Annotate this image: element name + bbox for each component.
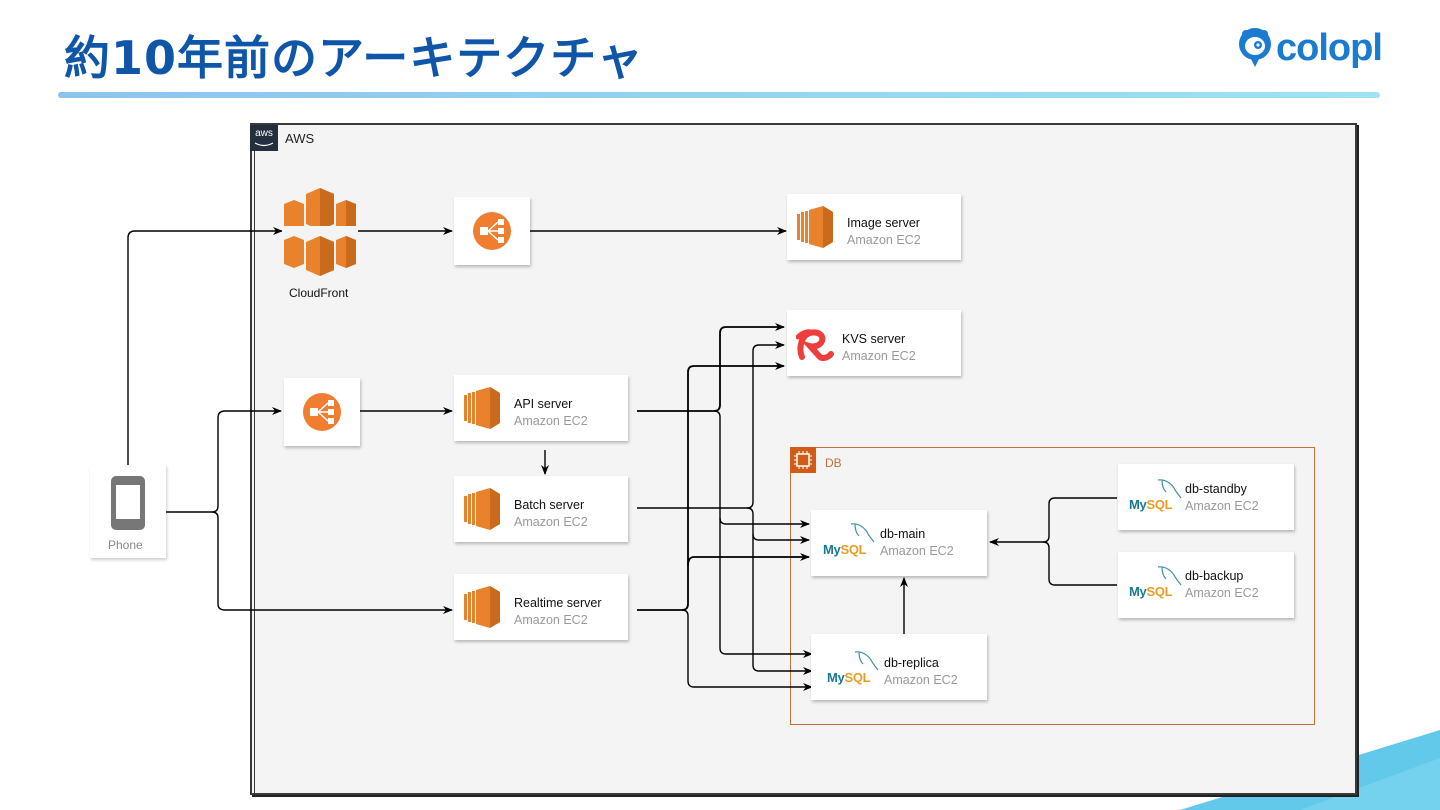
api-server-node[interactable]: API server Amazon EC2 [454,375,636,449]
node-name: db-standby [1185,482,1247,496]
edge-phone-cloudfront [127,227,283,465]
cloudfront-icon[interactable] [282,186,358,276]
node-type: Amazon EC2 [514,515,588,529]
node-type: Amazon EC2 [842,349,916,363]
edge-standby-main [1042,497,1117,543]
edge-phone-realtime [211,511,453,614]
db-group [790,447,1315,725]
db-group-label: DB [825,456,842,470]
node-name: Realtime server [514,596,602,610]
bear-mascot-icon [1239,28,1271,67]
mysql-logo: MySQL [823,542,867,557]
mysql-logo: MySQL [827,670,871,685]
title-underline [58,92,1380,98]
mysql-logo: MySQL [1129,497,1173,512]
logo-text: colopl [1276,26,1383,69]
edge-api-dbreplica [719,518,813,658]
load-balancer-icon [473,212,511,250]
node-type: Amazon EC2 [514,613,588,627]
phone-label: Phone [108,538,143,552]
edge-realtime-kvs [637,362,785,611]
realtime-server-node[interactable]: Realtime server Amazon EC2 [454,574,636,648]
edge-api-dbmain [713,410,810,528]
node-name: KVS server [842,332,906,346]
aws-smile-icon [254,142,274,147]
edge-realtime-dbreplica [681,609,813,691]
edge-phone-elb [166,407,282,513]
db-replica-node[interactable]: MySQL db-replica Amazon EC2 [811,634,995,708]
redis-icon [796,329,834,361]
edge-api-kvs [637,323,785,412]
db-backup-node[interactable]: MySQL db-backup Amazon EC2 [1118,552,1294,618]
ec2-instance-chip-icon [790,447,816,473]
mobile-phone-icon [111,476,145,530]
kvs-server-node[interactable]: KVS server Amazon EC2 [787,310,969,384]
cloudfront-label: CloudFront [289,286,349,300]
ec2-icon [464,387,500,429]
node-name: Batch server [514,498,585,512]
db-standby-node[interactable]: MySQL db-standby Amazon EC2 [1118,464,1294,530]
node-name: Image server [847,216,920,230]
node-type: Amazon EC2 [1185,586,1259,600]
node-type: Amazon EC2 [880,544,954,558]
mysql-dolphin-icon [1157,479,1182,499]
node-name: db-replica [884,656,939,670]
edge-batch-dbreplica [752,534,813,675]
elb-app-node[interactable] [284,378,360,446]
mysql-dolphin-icon [1157,566,1182,586]
db-main-node[interactable]: MySQL db-main Amazon EC2 [811,510,987,576]
load-balancer-icon [303,393,341,431]
edge-backup-main [989,538,1117,586]
edge-realtime-dbmain [687,553,810,567]
colopl-logo: colopl [1236,26,1383,70]
edge-batch-kvs [637,341,785,509]
node-name: db-backup [1185,569,1244,583]
ec2-icon [797,206,833,248]
ec2-icon [464,586,500,628]
node-type: Amazon EC2 [1185,499,1259,513]
image-server-node[interactable]: Image server Amazon EC2 [787,194,969,268]
aws-logo-icon: aws [250,125,278,151]
mysql-logo: MySQL [1129,584,1173,599]
mysql-dolphin-icon [854,651,879,671]
ec2-icon [464,488,500,530]
batch-server-node[interactable]: Batch server Amazon EC2 [454,476,636,550]
page-title: 約10年前のアーキテクチャ [64,31,644,85]
node-type: Amazon EC2 [884,673,958,687]
node-type: Amazon EC2 [514,414,588,428]
aws-group-label: AWS [285,131,315,146]
aws-badge-text: aws [255,128,273,139]
phone-node[interactable]: Phone [90,465,166,558]
node-name: API server [514,397,573,411]
mysql-dolphin-icon [850,523,875,543]
node-type: Amazon EC2 [847,233,921,247]
node-name: db-main [880,527,926,541]
elb-static-node[interactable] [454,197,530,265]
